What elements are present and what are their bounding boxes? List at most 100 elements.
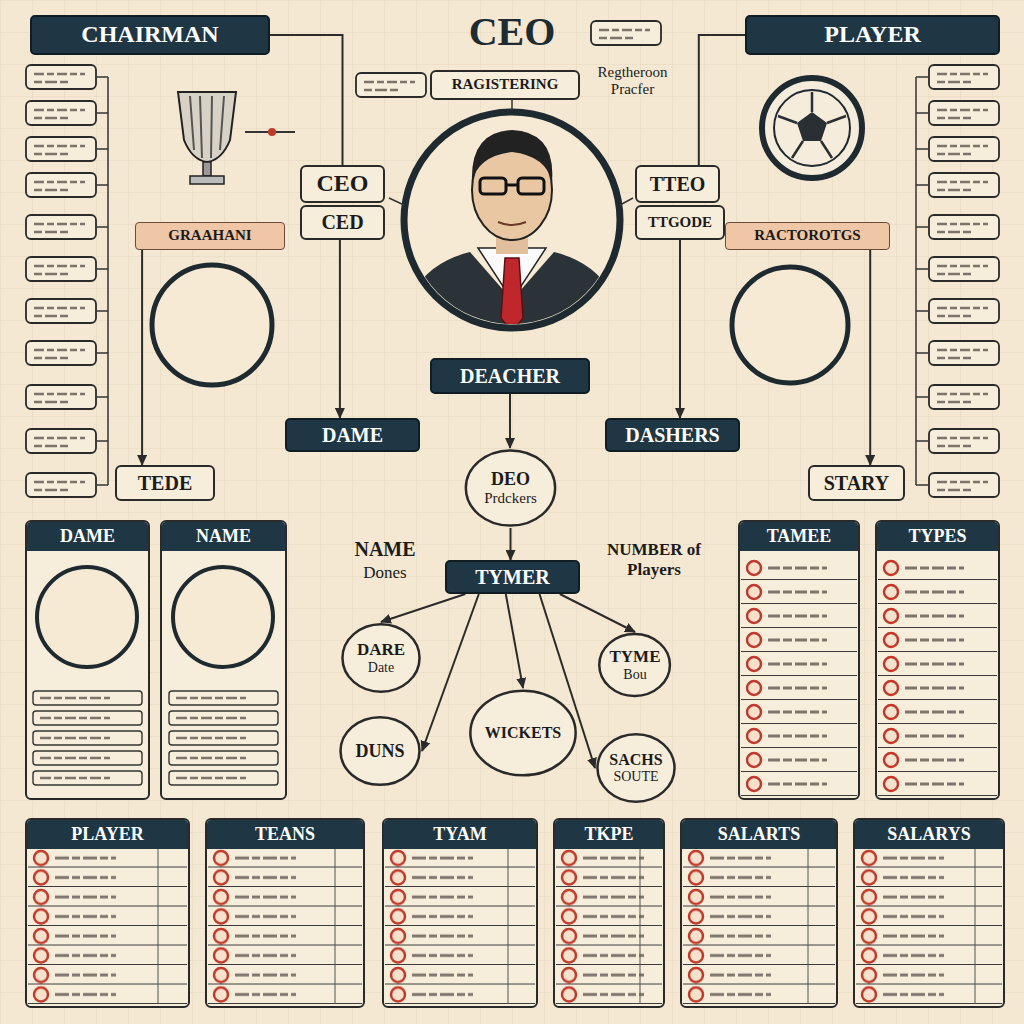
- node-text: CED: [321, 211, 363, 234]
- node-text: GRAAHANI: [168, 227, 251, 244]
- label-box: CED: [300, 205, 385, 240]
- card-ground: [33, 771, 142, 785]
- trophy-icon: [203, 162, 211, 176]
- connector: [339, 240, 341, 418]
- table-ground: [208, 848, 362, 1004]
- node-text: TYME: [609, 647, 660, 667]
- metric-circle: WICKETS: [467, 688, 579, 778]
- table-ground: [680, 818, 838, 1008]
- football-icon: [762, 78, 862, 178]
- annotation: Dones: [345, 563, 425, 583]
- node-text: TEDE: [138, 472, 192, 495]
- node-text: SALARTS: [682, 820, 836, 849]
- card-ground: [25, 520, 1000, 800]
- node-text: SALARYS: [855, 820, 1003, 849]
- data-table: SALARYS: [853, 818, 1005, 1008]
- node-text: TTGODE: [648, 214, 712, 231]
- node-text: TAMEE: [740, 522, 858, 551]
- label-box: RAGISTERING: [430, 70, 580, 100]
- table-ground: [25, 818, 190, 1008]
- card-ground: [25, 520, 150, 800]
- table-ground: [853, 818, 1005, 1008]
- table-ground: [856, 848, 1002, 1004]
- header-band: DASHERS: [605, 418, 740, 452]
- profile-card: DAME: [25, 520, 150, 800]
- player-portrait: [164, 290, 260, 393]
- circle-outline: [470, 691, 575, 776]
- connector: [509, 394, 511, 448]
- header-band: DEACHER: [430, 358, 590, 394]
- annotation: Regtheroon Pracfer: [585, 64, 680, 99]
- player-portrait: [152, 265, 848, 393]
- node-text: PLAYER: [27, 820, 188, 849]
- node-text: DAME: [322, 424, 383, 447]
- data-table: TEANS: [205, 818, 365, 1008]
- node-text: DAME: [27, 522, 148, 551]
- metric-circle: SACHSSOUTE: [595, 732, 677, 804]
- card-ground: [183, 585, 263, 671]
- player-portrait: [744, 289, 837, 389]
- side-boxes: [591, 21, 661, 45]
- circle-outline: [597, 734, 674, 802]
- circle-outline: [466, 450, 555, 525]
- node-text: TEANS: [207, 820, 363, 849]
- node-text: DASHERS: [625, 424, 719, 447]
- table-ground: [556, 848, 662, 1004]
- player-portrait: [152, 265, 272, 385]
- node-subtext: SOUTE: [613, 769, 658, 785]
- node-text: RAGISTERING: [452, 76, 559, 93]
- circle-outline: [600, 634, 671, 696]
- circle-outline: [595, 732, 677, 804]
- connector: [381, 594, 465, 622]
- side-boxes: [26, 341, 96, 365]
- ceo-portrait: [620, 198, 633, 205]
- side-boxes: [929, 299, 999, 323]
- side-boxes: [26, 257, 96, 281]
- card-ground: [169, 771, 278, 785]
- ceo-portrait: [400, 252, 624, 340]
- connector: [506, 594, 523, 688]
- header-band: PLAYER: [745, 15, 1000, 55]
- circle-outline: [341, 717, 420, 785]
- node-subtext: Date: [368, 660, 394, 676]
- connector: [679, 240, 681, 418]
- data-table: TKPE: [553, 818, 665, 1008]
- football-icon: [778, 92, 846, 158]
- label-box: STARY: [808, 465, 905, 501]
- data-table: SALARTS: [680, 818, 838, 1008]
- connector: [699, 35, 745, 165]
- node-text: WICKETS: [485, 724, 561, 742]
- metric-circle: DEOPrdckers: [463, 448, 558, 528]
- node-subtext: Bou: [623, 667, 646, 683]
- card-ground: [33, 691, 142, 705]
- node-text: RACTOROTGS: [754, 227, 860, 244]
- metric-circle: DAREDate: [340, 622, 422, 694]
- diagram-title: CEO: [469, 10, 556, 54]
- profile-card: TYPES: [875, 520, 1000, 800]
- node-text: DARE: [357, 640, 405, 660]
- node-text: TYMER: [475, 566, 549, 589]
- table-ground: [385, 848, 535, 1004]
- card-ground: [169, 751, 278, 765]
- node-text: DEACHER: [460, 365, 560, 388]
- card-ground: [169, 691, 278, 705]
- data-table: PLAYER: [25, 818, 190, 1008]
- category-band: GRAAHANI: [135, 222, 285, 250]
- side-boxes: [929, 341, 999, 365]
- side-boxes: [929, 429, 999, 453]
- side-boxes: [929, 473, 999, 497]
- node-text: TKPE: [555, 820, 663, 849]
- card-ground: [169, 731, 278, 745]
- profile-card: TAMEE: [738, 520, 860, 800]
- side-boxes: [916, 77, 928, 485]
- side-boxes: [356, 73, 426, 97]
- side-boxes: [26, 101, 96, 125]
- side-boxes: [929, 215, 999, 239]
- card-ground: [47, 585, 127, 671]
- side-boxes: [929, 173, 999, 197]
- table-ground: [28, 848, 187, 1004]
- card-ground: [37, 567, 137, 667]
